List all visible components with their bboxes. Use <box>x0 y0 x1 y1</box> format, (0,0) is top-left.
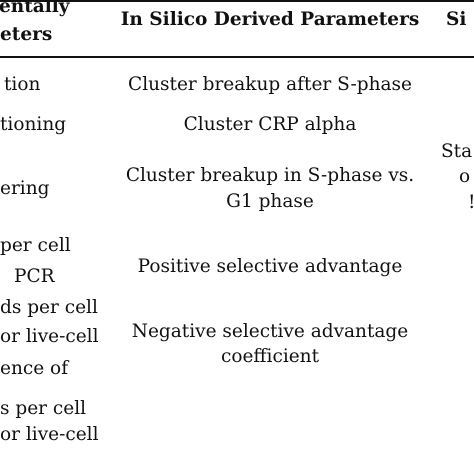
middle-cell: coefficient <box>220 346 320 367</box>
right-cell: Sta <box>441 141 473 162</box>
left-cell: per cell <box>0 235 71 256</box>
right-cell: ! <box>468 192 474 214</box>
middle-cell: Negative selective advantage <box>131 321 409 342</box>
middle-cell: Cluster breakup after S-phase <box>128 74 412 95</box>
header-middle: In Silico Derived Parameters <box>120 9 420 30</box>
table-top-rule <box>0 0 474 2</box>
middle-cell: Positive selective advantage <box>137 256 403 277</box>
left-cell: tion <box>4 74 41 95</box>
left-cell: or live-cell <box>0 326 99 347</box>
left-cell: ering <box>0 178 50 199</box>
left-cell: ds per cell <box>0 297 98 318</box>
left-cell: s per cell <box>0 398 87 419</box>
header-right: Si <box>446 9 467 30</box>
left-cell: PCR <box>14 266 55 287</box>
header-left-line2: eters <box>0 24 53 45</box>
right-cell: o <box>459 166 471 187</box>
middle-cell: G1 phase <box>226 191 314 212</box>
header-rule <box>0 56 474 58</box>
middle-cell: Cluster CRP alpha <box>183 114 357 135</box>
middle-cell: Cluster breakup in S-phase vs. <box>125 165 415 186</box>
header-left-line1: entally <box>0 0 70 17</box>
left-cell: tioning <box>0 114 67 135</box>
left-cell: ence of <box>0 358 69 379</box>
left-cell: or live-cell <box>0 424 99 445</box>
